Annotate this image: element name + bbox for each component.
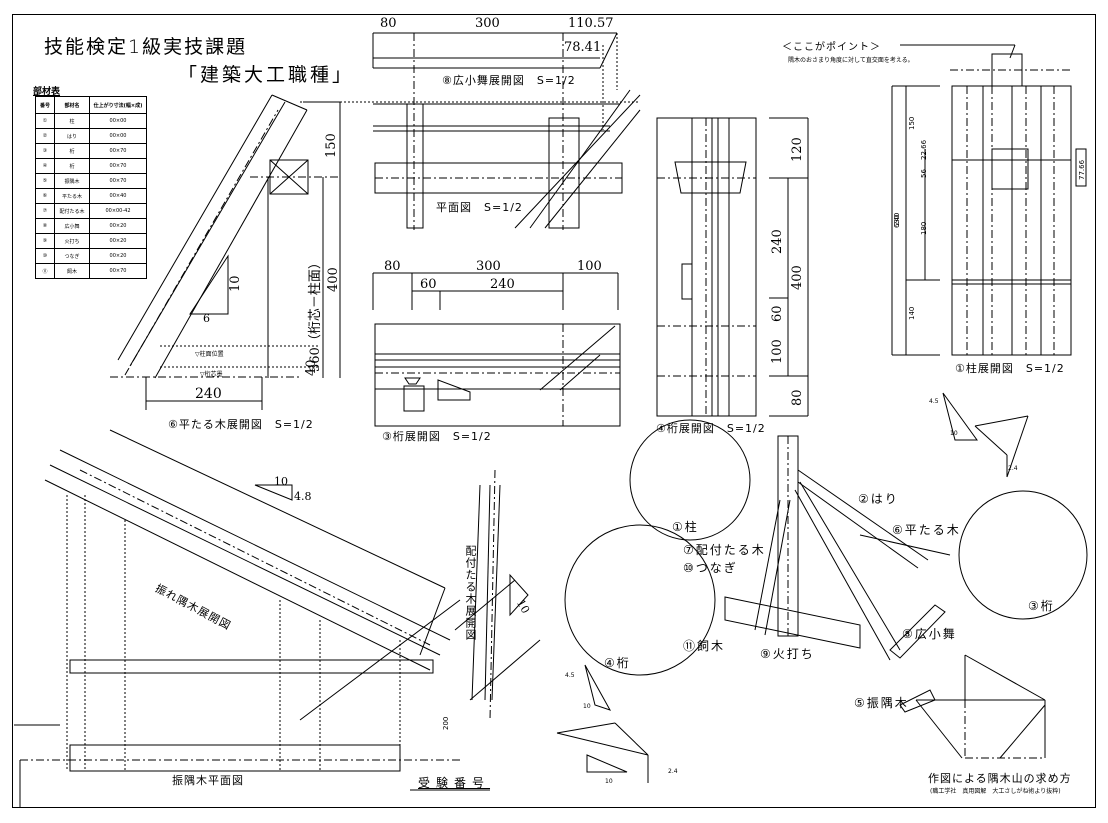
isometric-assembly [724, 435, 951, 713]
caption-haitsuke: 配付たる木展開図 [464, 545, 477, 641]
dim-slope-6: 6 [203, 312, 210, 325]
parts-cell-name: 飼木 [54, 263, 90, 279]
geo-bl-2.4: 2.4 [668, 768, 678, 775]
dim-hirataruki-150: 150 [324, 133, 339, 158]
geo-tr-2.4: 2.4 [1008, 465, 1018, 472]
dim-hashira-140: 140 [908, 306, 916, 320]
dim-hashira-56: 56 [920, 169, 928, 178]
sheet-subtitle: 「建築大工職種」 [178, 64, 355, 86]
hashira-development [891, 44, 1087, 356]
sheet-title: 技能検定1級実技課題 [44, 36, 248, 58]
label-keta3: ③桁 [1028, 599, 1055, 613]
haitsuke-development [471, 469, 529, 721]
sheet-border [12, 14, 1096, 808]
label-keta4: ④桁 [604, 656, 631, 670]
furisumigi-development [14, 429, 541, 808]
dim-hashira-180: 180 [920, 221, 928, 235]
label-hirataruki: ⑥平たる木 [892, 523, 961, 537]
dim-keta3-100: 100 [577, 259, 602, 274]
dim-hirataruki-400: 400 [326, 267, 341, 292]
detail-circle-keta4 [564, 524, 716, 676]
caption-keta4: ④桁展開図 S=1/2 [656, 422, 766, 435]
label-haitsuke: ⑦配付たる木 [683, 543, 766, 557]
dim-hirataruki-40: 40 [304, 359, 319, 376]
label-tsunagi: ⑩つなぎ [683, 561, 738, 575]
caption-hashira: ①柱展開図 S=1/2 [955, 362, 1065, 375]
geo-bl-10b: 10 [605, 778, 613, 785]
dim-keta4-240: 240 [770, 229, 785, 254]
caption-hirokomai: ⑧広小舞展開図 S=1/2 [442, 74, 576, 87]
hirataruki-development [110, 94, 640, 410]
geometry-bottom-left [556, 664, 649, 783]
caption-furisumigi-plan: 振隅木平面図 [172, 774, 244, 787]
dim-keta4-120: 120 [790, 137, 805, 162]
label-hirokomai: ⑧広小舞 [902, 627, 957, 641]
point-heading: ＜ここがポイント＞ [782, 42, 881, 53]
keta4-development [656, 117, 809, 417]
dim-keta3-60: 60 [420, 277, 437, 292]
caption-plan: 平面図 S=1/2 [436, 201, 523, 214]
note-hashira-face: ▽柱面位置 [195, 351, 224, 358]
dim-keta3-240: 240 [490, 277, 515, 292]
caption-sakuzu-source: (職工学社 真用図解 大工さしがね術より抜粋) [930, 788, 1061, 795]
parts-cell-size: 00×70 [89, 143, 147, 159]
dim-hirokomai-110: 110.57 [568, 16, 614, 31]
dim-furisumigi-4.8: 4.8 [294, 490, 312, 503]
note-keta-center: ▽桁芯墨 [200, 371, 223, 378]
dim-furisumigi-200: 200 [442, 716, 450, 730]
geo-bl-10: 10 [583, 703, 591, 710]
dim-hashira-150: 150 [908, 116, 916, 130]
dim-keta3-80: 80 [384, 259, 401, 274]
detail-circle-keta3 [958, 490, 1088, 620]
dim-hashira-22: 22.66 [920, 139, 928, 160]
label-hashira: ①柱 [672, 520, 699, 534]
label-hiuchi: ⑨火打ち [760, 647, 815, 661]
keta3-development [372, 272, 621, 427]
dim-keta4-80: 80 [790, 389, 805, 406]
dim-hirataruki-240: 240 [195, 386, 222, 402]
point-text: 隅木のおさまり角度に対して直交面を考える。 [788, 57, 914, 64]
dim-hirokomai-300: 300 [475, 16, 500, 31]
detail-circle-hashira [629, 419, 751, 541]
parts-cell-size: 00×70 [89, 263, 147, 279]
dim-hirataruki-360: 360（桁芯－柱面） [308, 256, 323, 372]
dim-furisumigi-10: 10 [274, 475, 288, 488]
dim-hashira-240: 240 [893, 212, 901, 226]
geo-tr-10: 10 [950, 430, 958, 437]
dim-keta4-100: 100 [770, 339, 785, 364]
parts-cell-size: 00×20 [89, 218, 147, 234]
plan-view [373, 89, 641, 229]
caption-keta3: ③桁展開図 S=1/2 [382, 430, 492, 443]
dim-hashira-77: 77.66 [1078, 159, 1086, 180]
dim-keta4-60: 60 [770, 305, 785, 322]
parts-cell-no: ⑪ [35, 263, 55, 279]
caption-sakuzu: 作図による隅木山の求め方 [928, 772, 1072, 785]
dim-slope-10: 10 [228, 275, 243, 292]
label-kaigi: ⑪飼木 [683, 639, 726, 653]
geo-bl-4.5: 4.5 [565, 672, 575, 679]
geo-tr-4.5: 4.5 [929, 398, 939, 405]
caption-hirataruki: ⑥平たる木展開図 S=1/2 [168, 418, 314, 431]
dim-keta4-400: 400 [790, 265, 805, 290]
geometry-top-right [942, 392, 1029, 478]
dim-hirokomai-80: 80 [380, 16, 397, 31]
dim-keta3-300: 300 [476, 259, 501, 274]
parts-table-title: 部材表 [33, 87, 61, 97]
label-furisumigi: ⑤振隅木 [854, 696, 909, 710]
label-hari: ②はり [858, 492, 899, 506]
geometry-sakuzu [915, 654, 1046, 759]
dim-hirokomai-78: 78.41 [564, 40, 602, 55]
exam-number-label: 受験番号 [418, 776, 491, 790]
